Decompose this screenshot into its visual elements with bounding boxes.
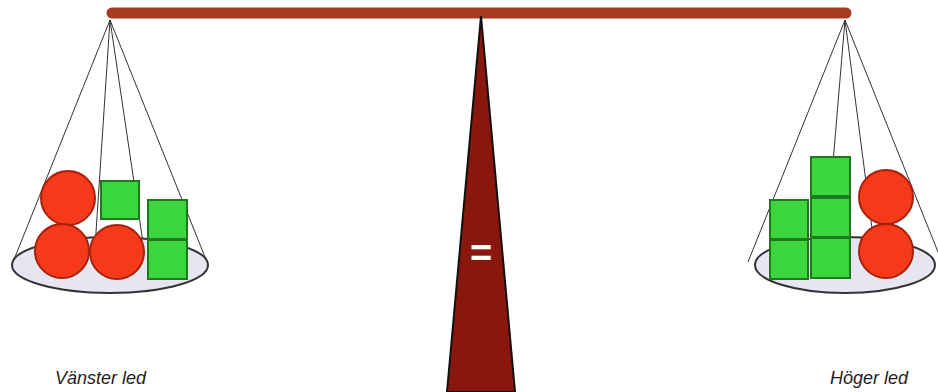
equals-sign: = xyxy=(445,234,517,272)
side-label: Höger led xyxy=(830,368,908,389)
scale-beam xyxy=(112,8,846,19)
side-label: Vänster led xyxy=(55,368,146,389)
fulcrum-triangle xyxy=(445,16,517,392)
fulcrum-shape xyxy=(447,16,515,392)
fulcrum: = xyxy=(445,16,517,392)
